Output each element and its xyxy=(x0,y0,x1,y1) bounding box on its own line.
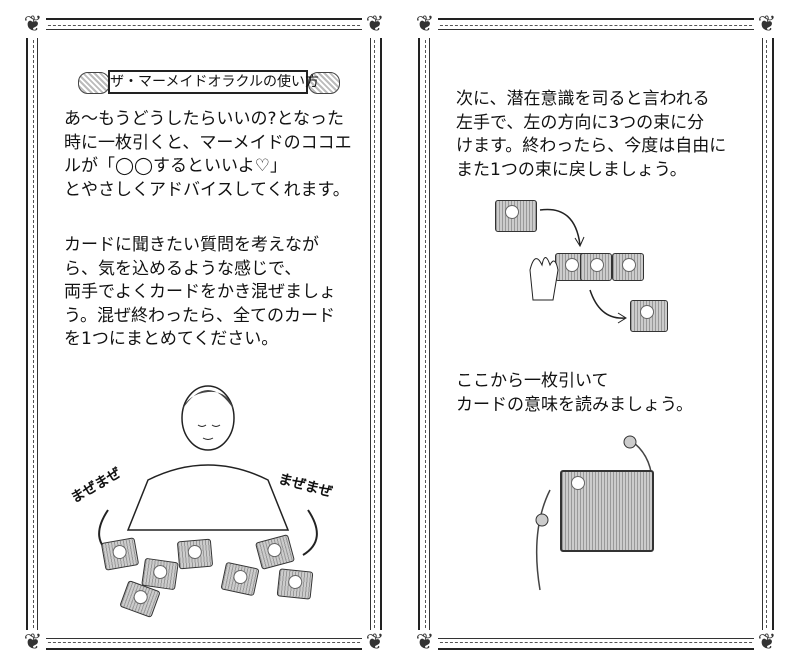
corner-ornament-icon: ❦ xyxy=(20,630,46,656)
corner-ornament-icon: ❦ xyxy=(362,630,388,656)
card xyxy=(276,568,314,600)
card-deck xyxy=(495,200,537,232)
floral-ornament xyxy=(535,435,654,591)
shuffle-paragraph: カードに聞きたい質問を考えながら、気を込めるような感じで、両手でよくカードをかき… xyxy=(64,234,336,352)
corner-ornament-icon: ❦ xyxy=(412,12,438,38)
text-line: ルが「◯◯するといいよ♡」 xyxy=(64,156,287,176)
arrow-icons xyxy=(529,208,627,324)
page-title: ザ・マーメイドオラクルの使い方 xyxy=(108,70,319,94)
corner-ornament-icon: ❦ xyxy=(362,12,388,38)
left-page: ❦ ❦ ❦ ❦ ザ・マーメイドオラクルの使い方 あ〜もうどうしたらいいの?となっ… xyxy=(20,12,388,656)
text-line: カードの意味を読みましょう。 xyxy=(456,394,693,415)
text-line: けます。終わったら、今度は自由に xyxy=(456,136,727,156)
corner-ornament-icon: ❦ xyxy=(412,630,438,656)
card xyxy=(100,537,140,571)
right-page: ❦ ❦ ❦ ❦ 次に、潜在意識を司ると言われる左手で、左の方向に3つの束に分けま… xyxy=(412,12,780,656)
woman-shuffling-illustration xyxy=(98,385,318,556)
title-ornament xyxy=(308,72,340,94)
text-line: とやさしくアドバイスしてくれます。 xyxy=(64,179,350,200)
text-line: あ〜もうどうしたらいいの?となった xyxy=(64,109,345,129)
title-ornament xyxy=(78,72,110,94)
card-deck xyxy=(560,470,654,552)
text-line: 両手でよくカードをかき混ぜましょ xyxy=(64,282,336,302)
text-line: 左手で、左の方向に3つの束に分 xyxy=(456,112,705,133)
corner-ornament-icon: ❦ xyxy=(754,630,780,656)
card xyxy=(141,557,179,591)
corner-ornament-icon: ❦ xyxy=(754,12,780,38)
card-pile xyxy=(580,253,612,281)
text-line: ら、気を込めるような感じで、 xyxy=(64,258,302,279)
corner-ornament-icon: ❦ xyxy=(20,12,46,38)
text-line: 次に、潜在意識を司ると言われる xyxy=(456,89,710,109)
draw-paragraph: ここから一枚引いてカードの意味を読みましょう。 xyxy=(456,370,693,417)
text-line: また1つの束に戻しましょう。 xyxy=(456,159,687,180)
card xyxy=(220,561,260,597)
text-line: 時に一枚引くと、マーメイドのココエ xyxy=(64,132,352,153)
text-line: カードに聞きたい質問を考えなが xyxy=(64,235,319,255)
text-line: を1つにまとめてください。 xyxy=(64,329,279,349)
card-deck xyxy=(630,300,668,332)
text-line: ここから一枚引いて xyxy=(456,371,609,391)
text-line: う。混ぜ終わったら、全てのカード xyxy=(64,305,335,326)
card-pile xyxy=(612,253,644,281)
card xyxy=(176,538,214,570)
intro-paragraph: あ〜もうどうしたらいいの?となった時に一枚引くと、マーメイドのココエルが「◯◯す… xyxy=(64,108,352,202)
split-paragraph: 次に、潜在意識を司ると言われる左手で、左の方向に3つの束に分けます。終わったら、… xyxy=(456,88,726,182)
